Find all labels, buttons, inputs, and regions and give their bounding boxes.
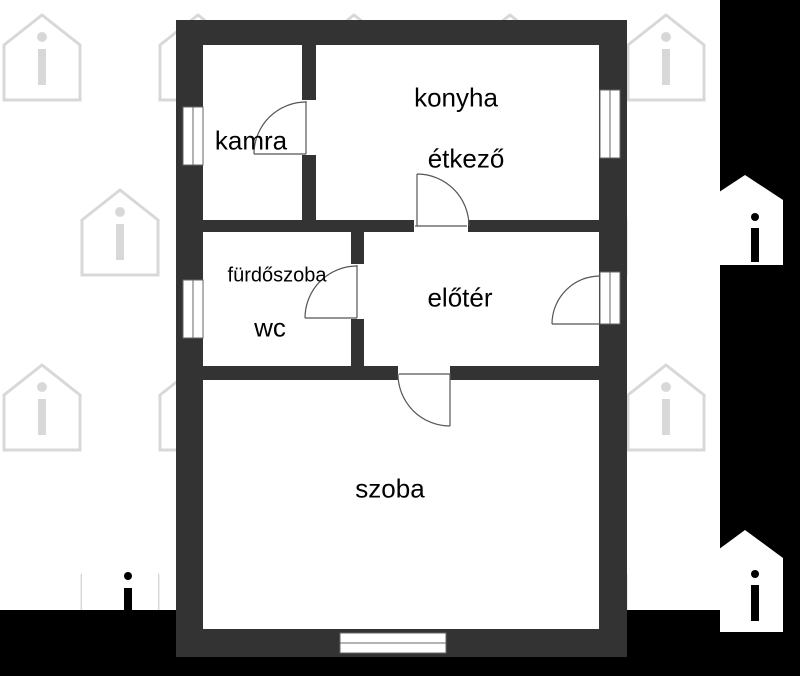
room-konyha (316, 45, 599, 220)
room-label-eloter: előtér (427, 282, 493, 313)
room-szoba (203, 380, 599, 629)
room-kamra (203, 45, 302, 220)
room-furdoszoba (203, 232, 351, 366)
house-watermark-icon (82, 532, 158, 634)
house-watermark-icon (707, 530, 783, 632)
room-label-furdoszoba: fürdőszoba (227, 264, 327, 287)
house-watermark-icon (707, 175, 783, 265)
room-label-szoba: szoba (355, 473, 425, 504)
room-label-wc: wc (254, 312, 286, 343)
room-label-etkezo: étkező (427, 143, 505, 174)
window (182, 89, 621, 654)
room-label-kamra: kamra (214, 125, 288, 156)
room-eloter (364, 232, 599, 366)
door (253, 100, 601, 427)
room-label-konyha: konyha (414, 82, 498, 113)
